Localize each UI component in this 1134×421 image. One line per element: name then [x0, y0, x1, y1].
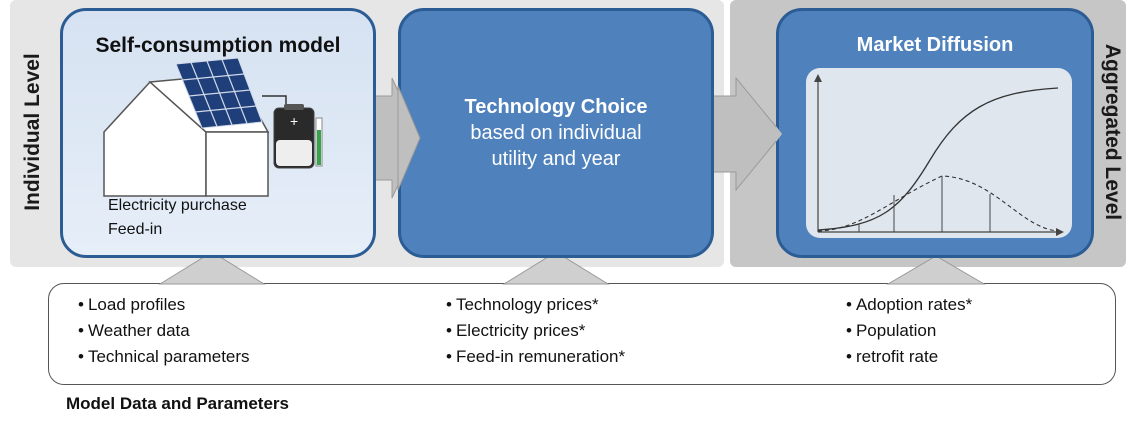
- self-consumption-items: Electricity purchase Feed-in: [108, 194, 247, 242]
- market-diffusion-title: Market Diffusion: [856, 34, 1014, 56]
- param-electricity-prices: Electricity prices*: [446, 318, 625, 344]
- technology-choice-line3: utility and year: [491, 148, 621, 170]
- technology-choice-title: Technology Choice: [464, 96, 648, 118]
- self-consumption-title: Self-consumption model: [95, 34, 341, 57]
- arrow-tech-to-market: [711, 76, 783, 192]
- param-weather-data: Weather data: [78, 318, 250, 344]
- technology-choice-text: Technology Choice based on individual ut…: [398, 94, 714, 172]
- arrow-tip-1: [397, 85, 421, 191]
- param-technology-prices: Technology prices*: [446, 292, 625, 318]
- solar-panel-icon: [175, 57, 263, 129]
- callout-self: [158, 251, 266, 285]
- battery-icon: +: [273, 104, 315, 169]
- param-technical-parameters: Technical parameters: [78, 344, 250, 370]
- param-adoption-rates: Adoption rates*: [846, 292, 972, 318]
- cumulative-adoption-curve: [817, 87, 1059, 231]
- technology-choice-line2: based on individual: [470, 122, 642, 144]
- adoption-rate-curve: [817, 175, 1059, 232]
- parameters-group-market: Adoption rates* Population retrofit rate: [846, 292, 972, 370]
- param-population: Population: [846, 318, 972, 344]
- parameters-group-technology: Technology prices* Electricity prices* F…: [446, 292, 625, 370]
- diffusion-chart-panel: [806, 68, 1072, 238]
- param-retrofit-rate: retrofit rate: [846, 344, 972, 370]
- arrow-tip-2: [776, 126, 782, 142]
- svg-text:+: +: [290, 113, 298, 129]
- callout-tech: [502, 251, 610, 285]
- parameters-title: Model Data and Parameters: [66, 394, 289, 413]
- electricity-purchase-label: Electricity purchase: [108, 197, 247, 214]
- callout-market: [886, 255, 986, 285]
- feed-in-label: Feed-in: [108, 221, 163, 238]
- parameters-group-individual: Load profiles Weather data Technical par…: [78, 292, 250, 370]
- param-load-profiles: Load profiles: [78, 292, 250, 318]
- param-feed-in-remuneration: Feed-in remuneration*: [446, 344, 625, 370]
